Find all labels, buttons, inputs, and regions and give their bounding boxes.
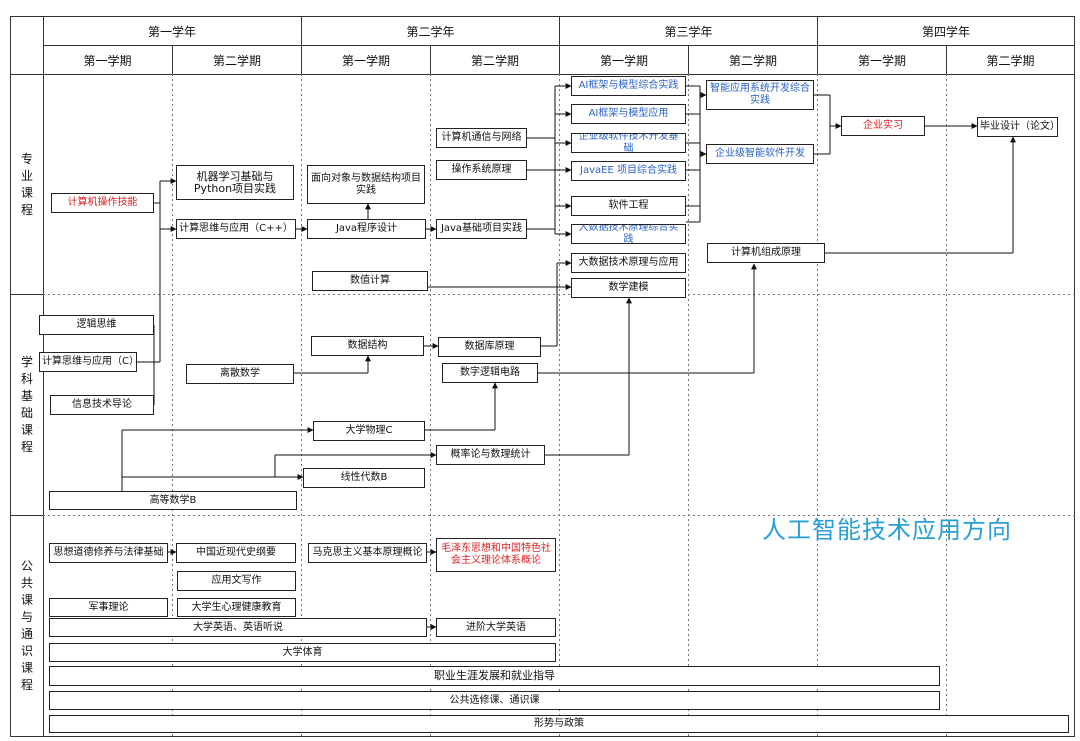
course-english: 大学英语、英语听说	[49, 618, 427, 637]
course-javaee-practice: JavaEE 项目综合实践	[571, 161, 686, 181]
course-probability: 概率论与数理统计	[436, 445, 545, 465]
semester-1-header: 第一学期	[83, 53, 132, 68]
course-digital-logic: 数字逻辑电路	[442, 363, 538, 383]
course-discrete-math: 离散数学	[186, 364, 294, 384]
semester-4-header: 第二学期	[470, 53, 519, 68]
course-bigdata-principles: 大数据技术原理与应用	[571, 253, 686, 273]
category-general: 公共课与通识课程	[20, 559, 33, 692]
course-situation-policy: 形势与政策	[49, 715, 1069, 733]
year-2-header: 第二学年	[406, 24, 455, 39]
course-psychology: 大学生心理健康教育	[177, 598, 296, 617]
semester-2-header: 第二学期	[212, 53, 261, 68]
course-advanced-math: 高等数学B	[49, 491, 297, 510]
semester-6-header: 第二学期	[728, 53, 777, 68]
course-linear-algebra: 线性代数B	[303, 468, 425, 488]
course-smart-app-practice: 智能应用系统开发综合实践	[706, 80, 814, 110]
course-physics: 大学物理C	[313, 421, 425, 441]
table-frame	[10, 16, 1075, 737]
course-computer-org: 计算机组成原理	[707, 243, 825, 263]
direction-title: 人工智能技术应用方向	[762, 516, 1012, 544]
course-mao-theory: 毛泽东思想和中国特色社会主义理论体系概论	[436, 538, 556, 572]
course-enterprise-smart-dev: 企业级智能软件开发	[706, 144, 814, 164]
semester-7-header: 第一学期	[857, 53, 906, 68]
course-military: 军事理论	[49, 598, 168, 617]
course-bigdata-practice: 大数据技术原理综合实践	[571, 224, 686, 244]
course-ct-cpp: 计算思维与应用（C++）	[176, 219, 296, 239]
course-software-engineering: 软件工程	[571, 196, 686, 216]
course-logic: 逻辑思维	[39, 315, 154, 335]
year-3-header: 第三学年	[664, 24, 713, 39]
course-oop-practice: 面向对象与数据结构项目实践	[307, 165, 425, 204]
course-data-structures: 数据结构	[311, 336, 424, 356]
semester-5-header: 第一学期	[599, 53, 648, 68]
course-computer-ops: 计算机操作技能	[51, 193, 154, 213]
course-os: 操作系统原理	[436, 160, 527, 180]
course-pe: 大学体育	[49, 643, 556, 662]
course-numerical: 数值计算	[312, 271, 428, 291]
dotted-grid	[43, 74, 1075, 737]
course-math-modeling: 数学建模	[571, 278, 686, 298]
course-modern-history: 中国近现代史纲要	[176, 543, 296, 563]
category-professional: 专业课程	[20, 151, 33, 217]
category-foundation: 学科基础课程	[20, 355, 33, 454]
year-1-header: 第一学年	[147, 24, 196, 39]
course-network: 计算机通信与网络	[436, 128, 527, 148]
course-java-prog: Java程序设计	[307, 219, 426, 239]
year-4-header: 第四学年	[921, 24, 970, 39]
course-java-project: Java基础项目实践	[436, 219, 527, 239]
course-applied-writing: 应用文写作	[177, 571, 296, 591]
course-advanced-english: 进阶大学英语	[436, 618, 556, 637]
course-graduation: 毕业设计（论文）	[977, 117, 1058, 137]
course-ethics-law: 思想道德修养与法律基础	[49, 543, 168, 563]
semester-3-header: 第一学期	[341, 53, 390, 68]
course-database: 数据库原理	[438, 337, 541, 357]
course-career: 职业生涯发展和就业指导	[49, 666, 940, 686]
course-ct-c: 计算思维与应用（C）	[39, 352, 137, 372]
course-ai-framework-practice: AI框架与模型综合实践	[571, 76, 686, 96]
course-enterprise-dev-basics: 企业级软件技术开发基础	[571, 133, 686, 153]
course-internship: 企业实习	[841, 116, 925, 136]
course-it-intro: 信息技术导论	[50, 395, 154, 415]
connectors	[121, 83, 1016, 630]
course-ml-python: 机器学习基础与Python项目实践	[176, 165, 294, 200]
semester-8-header: 第二学期	[986, 53, 1035, 68]
course-electives: 公共选修课、通识课	[49, 691, 940, 710]
course-marxism: 马克思主义基本原理概论	[308, 543, 427, 563]
course-ai-framework-app: AI框架与模型应用	[571, 104, 686, 124]
